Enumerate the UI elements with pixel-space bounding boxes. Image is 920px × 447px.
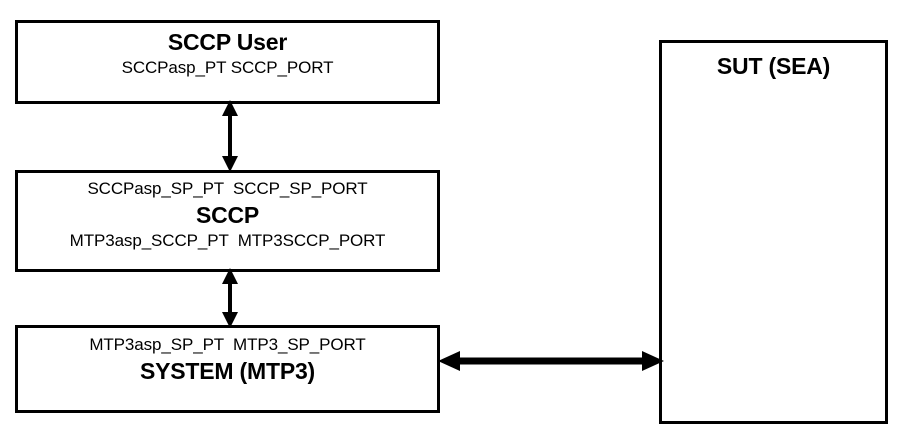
node-sccp-lower-ports: MTP3asp_SCCP_PT MTP3SCCP_PORT xyxy=(69,231,386,250)
node-system-mtp3[interactable]: MTP3asp_SP_PT MTP3_SP_PORT SYSTEM (MTP3) xyxy=(15,325,440,413)
node-sccp-user-content: SCCP User SCCPasp_PT SCCP_PORT xyxy=(18,23,437,80)
node-sut-sea-content: SUT (SEA) xyxy=(662,43,885,80)
node-sccp-title: SCCP xyxy=(195,202,260,228)
connector-sccp-user-to-sccp xyxy=(206,100,254,172)
node-sccp-user[interactable]: SCCP User SCCPasp_PT SCCP_PORT xyxy=(15,20,440,104)
node-system-mtp3-title: SYSTEM (MTP3) xyxy=(139,358,316,384)
node-sccp-upper-ports: SCCPasp_SP_PT SCCP_SP_PORT xyxy=(87,179,368,198)
double-headed-vertical-arrow-icon xyxy=(222,268,238,328)
node-sut-sea-title: SUT (SEA) xyxy=(716,53,831,79)
node-sccp[interactable]: SCCPasp_SP_PT SCCP_SP_PORT SCCP MTP3asp_… xyxy=(15,170,440,272)
double-headed-horizontal-arrow-icon xyxy=(438,351,664,371)
double-headed-vertical-arrow-icon xyxy=(222,100,238,172)
node-system-mtp3-content: MTP3asp_SP_PT MTP3_SP_PORT SYSTEM (MTP3) xyxy=(18,328,437,385)
connector-sccp-to-system-mtp3 xyxy=(206,268,254,328)
node-sut-sea[interactable]: SUT (SEA) xyxy=(659,40,888,424)
node-sccp-content: SCCPasp_SP_PT SCCP_SP_PORT SCCP MTP3asp_… xyxy=(18,173,437,253)
node-sccp-user-title: SCCP User xyxy=(167,29,288,55)
node-system-mtp3-ports: MTP3asp_SP_PT MTP3_SP_PORT xyxy=(89,335,366,354)
node-sccp-user-ports: SCCPasp_PT SCCP_PORT xyxy=(121,58,334,77)
connector-system-mtp3-to-sut-sea xyxy=(438,340,664,382)
